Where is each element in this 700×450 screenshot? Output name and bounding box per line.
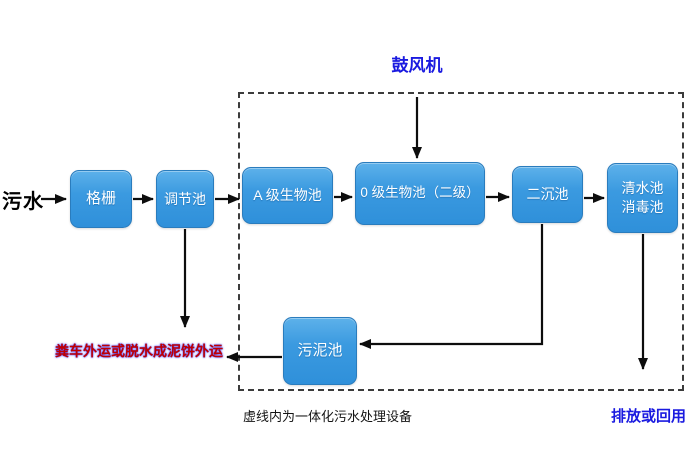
node-regulating-tank: 调节池 bbox=[156, 170, 214, 228]
blower-label: 鼓风机 bbox=[391, 56, 443, 75]
equipment-boundary-box bbox=[238, 92, 684, 391]
node-grid: 格栅 bbox=[70, 170, 132, 228]
influent-label: 污水 bbox=[2, 191, 44, 213]
node-clear-disinfection-tank: 清水池 消毒池 bbox=[607, 163, 678, 233]
node-o-bio-tank: 0 级生物池（二级） bbox=[355, 162, 485, 225]
node-a-bio-tank: A 级生物池 bbox=[242, 167, 333, 224]
sludge-disposal-label: 粪车外运或脱水成泥饼外运 bbox=[55, 343, 223, 359]
discharge-label: 排放或回用 bbox=[611, 408, 687, 425]
node-sludge-tank: 污泥池 bbox=[283, 317, 357, 385]
boundary-caption: 虚线内为一体化污水处理设备 bbox=[243, 409, 413, 424]
node-secondary-sedimentation-tank: 二沉池 bbox=[512, 166, 583, 223]
